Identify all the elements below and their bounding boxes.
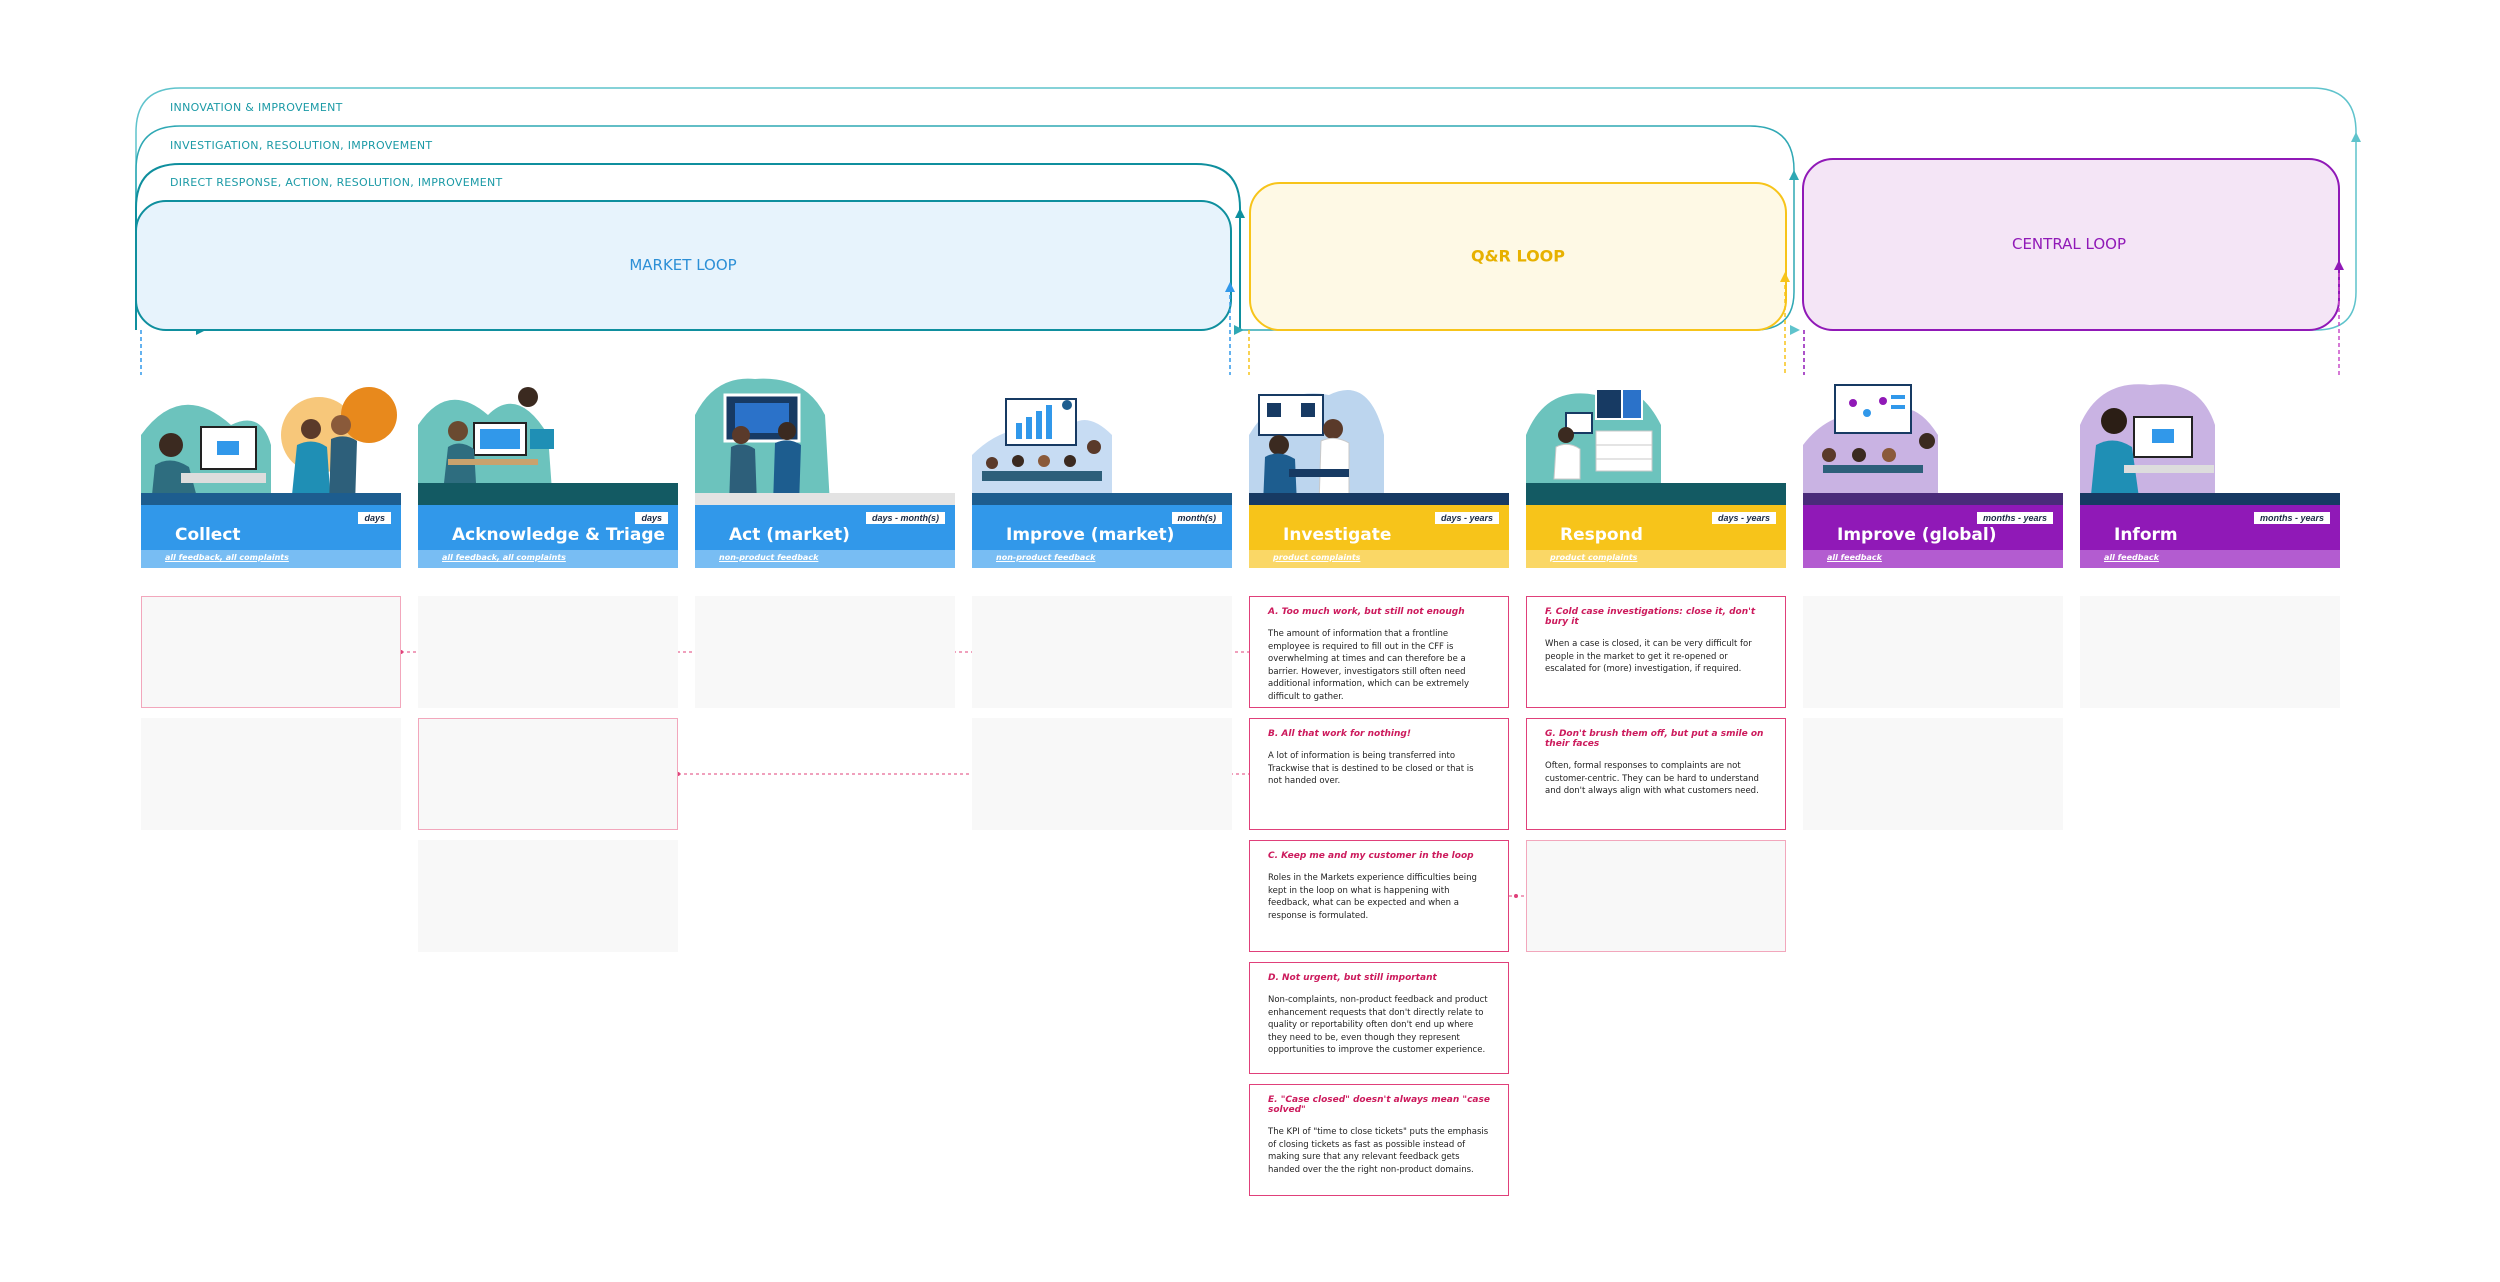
stage-title: Investigate: [1283, 525, 1392, 545]
grid-cell: [141, 718, 401, 830]
arrow-right-central: [1790, 325, 1800, 335]
pain-point-title: G. Don't brush them off, but put a smile…: [1545, 729, 1764, 749]
stage-duration: days - years: [1711, 512, 1776, 524]
stage-scope-tag: non-product feedback: [719, 553, 819, 562]
grid-cell: [1803, 596, 2063, 708]
direct-loop-line: [135, 163, 1241, 330]
stage-scope-tag: product complaints: [1273, 553, 1361, 562]
stage-duration: months - years: [2253, 512, 2330, 524]
pain-point-body: When a case is closed, it can be very di…: [1545, 639, 1752, 674]
pain-point-body: The KPI of "time to close tickets" puts …: [1268, 1127, 1489, 1175]
stage-duration: month(s): [1171, 512, 1222, 524]
grid-cell: [2080, 596, 2340, 708]
central-loop-box: [1802, 158, 2340, 331]
pain-point-title: A. Too much work, but still not enough: [1268, 607, 1465, 617]
innovation-loop-line: [135, 87, 2357, 331]
stage-scope-tag: all feedback: [2104, 553, 2159, 562]
arrow-up-investigation: [1789, 170, 1799, 180]
grid-cell-respond-c: [1526, 840, 1786, 952]
pain-point-title: B. All that work for nothing!: [1268, 729, 1411, 739]
pain-point-body: The amount of information that a frontli…: [1268, 629, 1470, 702]
stage-scope-tag: non-product feedback: [996, 553, 1096, 562]
pain-point-card-a: A. Too much work, but still not enough T…: [1249, 596, 1509, 708]
global-meeting-icon: [1803, 375, 2063, 505]
meeting-presentation-icon: [972, 375, 1232, 505]
pain-point-body: Often, formal responses to complaints ar…: [1545, 761, 1759, 796]
person-at-workstation-icon: [1526, 375, 1786, 505]
central-loop-label: CENTRAL LOOP: [2011, 235, 2127, 253]
arrow-up-direct: [1235, 208, 1245, 218]
stage-title: Improve (global): [1837, 525, 1997, 545]
grid-cell-collect-a: [141, 596, 401, 708]
arrow-up-innovation: [2351, 132, 2361, 142]
stage-scope-tag: all feedback: [1827, 553, 1882, 562]
direct-loop-label: DIRECT RESPONSE, ACTION, RESOLUTION, IMP…: [170, 176, 503, 189]
pain-point-card-d: D. Not urgent, but still important Non-c…: [1249, 962, 1509, 1074]
stage-collect: Collect days all feedback, all complaint…: [141, 375, 401, 568]
grid-cell: [418, 840, 678, 952]
market-loop-label: MARKET LOOP: [629, 256, 737, 274]
pain-point-card-e: E. "Case closed" doesn't always mean "ca…: [1249, 1084, 1509, 1196]
stage-scope-tag: all feedback, all complaints: [165, 553, 289, 562]
people-at-screen-icon: [695, 375, 955, 505]
stage-duration: days - month(s): [865, 512, 945, 524]
stage-duration: days: [358, 512, 391, 524]
stage-investigate: Investigate days - years product complai…: [1249, 375, 1509, 568]
qr-up-arrow: [1780, 272, 1790, 282]
grid-cell-triage-b: [418, 718, 678, 830]
pain-point-title: D. Not urgent, but still important: [1268, 973, 1437, 983]
stage-title: Act (market): [729, 525, 850, 545]
pain-point-title: E. "Case closed" doesn't always mean "ca…: [1268, 1095, 1490, 1115]
grid-cell: [418, 596, 678, 708]
grid-cell: [972, 596, 1232, 708]
investigation-loop-label: INVESTIGATION, RESOLUTION, IMPROVEMENT: [170, 139, 433, 152]
market-up-arrow: [1225, 282, 1235, 292]
stage-duration: days: [635, 512, 668, 524]
arrow-right-qr: [1234, 325, 1244, 335]
qr-loop-label: Q&R LOOP: [1471, 246, 1565, 266]
stage-title: Improve (market): [1006, 525, 1175, 545]
person-at-computer-icon: [141, 375, 401, 505]
person-at-desk-icon: [418, 375, 678, 505]
grid-cell: [1803, 718, 2063, 830]
lab-investigation-icon: [1249, 375, 1509, 505]
stage-improve-market: Improve (market) month(s) non-product fe…: [972, 375, 1232, 568]
pain-point-card-c: C. Keep me and my customer in the loop R…: [1249, 840, 1509, 952]
qr-loop-box: [1249, 182, 1787, 331]
pain-point-title: F. Cold case investigations: close it, d…: [1545, 607, 1756, 627]
stage-title: Acknowledge & Triage: [452, 525, 666, 545]
pain-point-card-g: G. Don't brush them off, but put a smile…: [1526, 718, 1786, 830]
pain-point-body: Non-complaints, non-product feedback and…: [1268, 995, 1488, 1055]
stage-scope-tag: product complaints: [1550, 553, 1638, 562]
pain-point-body: A lot of information is being transferre…: [1268, 751, 1474, 786]
pain-point-card-f: F. Cold case investigations: close it, d…: [1526, 596, 1786, 708]
pain-point-body: Roles in the Markets experience difficul…: [1268, 873, 1477, 921]
stage-act-market: Act (market) days - month(s) non-product…: [695, 375, 955, 568]
investigation-loop-line: [135, 125, 1795, 331]
person-reading-email-icon: [2080, 375, 2340, 505]
stage-duration: days - years: [1434, 512, 1499, 524]
pain-point-card-b: B. All that work for nothing! A lot of i…: [1249, 718, 1509, 830]
stage-inform: Inform months - years all feedback: [2080, 375, 2340, 568]
stage-scope-tag: all feedback, all complaints: [442, 553, 566, 562]
grid-cell: [695, 596, 955, 708]
stage-title: Respond: [1560, 525, 1643, 545]
stage-respond: Respond days - years product complaints: [1526, 375, 1786, 568]
stage-duration: months - years: [1976, 512, 2053, 524]
central-up-arrow: [2334, 260, 2344, 270]
pain-point-title: C. Keep me and my customer in the loop: [1268, 851, 1474, 861]
stage-improve-global: Improve (global) months - years all feed…: [1803, 375, 2063, 568]
innovation-loop-label: INNOVATION & IMPROVEMENT: [170, 101, 343, 114]
grid-cell: [972, 718, 1232, 830]
stage-title: Inform: [2114, 525, 2178, 545]
market-loop-box: [135, 200, 1232, 331]
stage-acknowledge-triage: Acknowledge & Triage days all feedback, …: [418, 375, 678, 568]
stage-title: Collect: [175, 525, 241, 545]
